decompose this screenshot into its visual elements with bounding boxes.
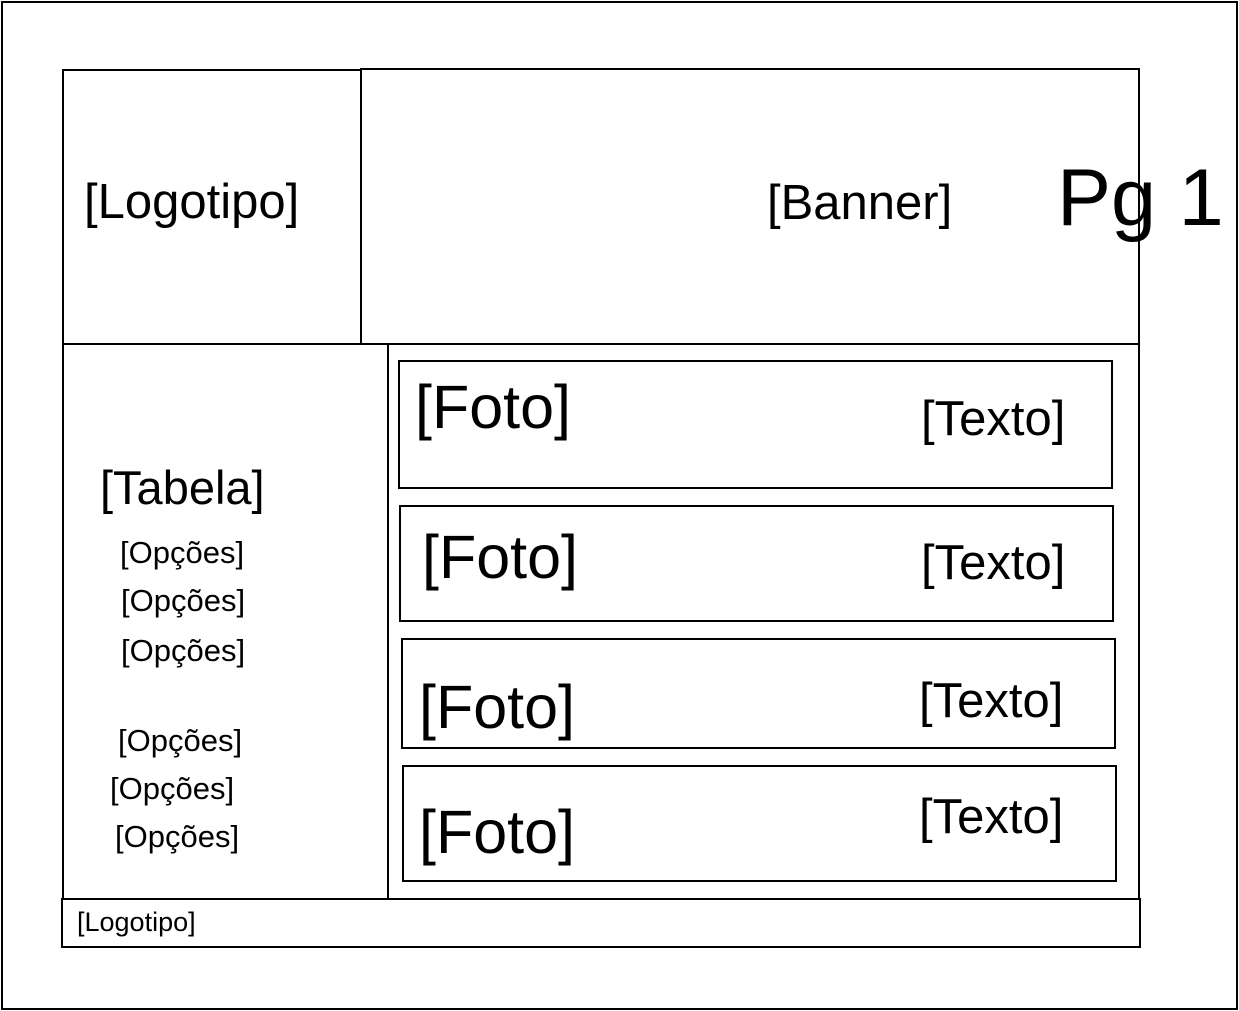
sidebar-option: [Opções] <box>115 819 240 854</box>
page-label: Pg 1 <box>1057 153 1224 243</box>
content-item <box>402 765 1117 882</box>
header-logo-label: [Logotipo] <box>84 175 300 229</box>
header-banner-box <box>360 68 1140 345</box>
sidebar-option: [Opções] <box>118 723 243 758</box>
footer-box <box>61 898 1141 948</box>
content-item-text: [Texto] <box>919 790 1064 844</box>
content-item <box>399 505 1114 622</box>
content-item-text: [Texto] <box>919 674 1064 728</box>
content-item-text: [Texto] <box>921 392 1066 446</box>
content-item-photo: [Foto] <box>419 673 575 741</box>
content-item-photo: [Foto] <box>415 373 571 441</box>
sidebar-option: [Opções] <box>121 583 246 618</box>
content-item-text: [Texto] <box>921 536 1066 590</box>
sidebar-box <box>62 343 389 900</box>
content-item <box>401 638 1116 749</box>
sidebar-option: [Opções] <box>120 535 245 570</box>
content-item-photo: [Foto] <box>422 523 578 591</box>
sidebar-option: [Opções] <box>121 633 246 668</box>
content-item <box>398 360 1113 489</box>
sidebar-option: [Opções] <box>110 771 235 806</box>
header-banner-label: [Banner] <box>767 176 953 230</box>
sidebar-title: [Tabela] <box>100 461 265 514</box>
footer-logo-label: [Logotipo] <box>77 907 196 937</box>
content-item-photo: [Foto] <box>419 798 575 866</box>
